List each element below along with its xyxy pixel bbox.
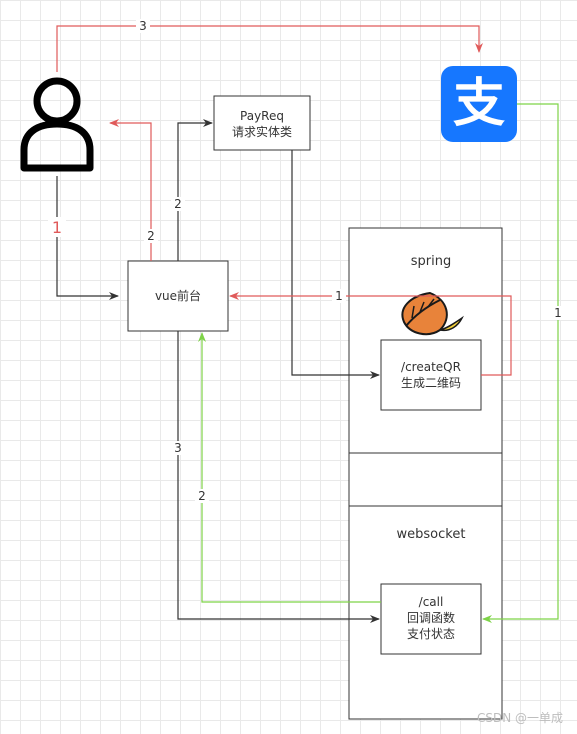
spring-label: spring	[411, 254, 451, 269]
vue-label: vue前台	[155, 288, 201, 303]
user-icon	[20, 77, 94, 172]
edge-vue-to-call: 3	[171, 331, 380, 623]
payreq-desc: 请求实体类	[232, 124, 292, 139]
createqr-path: /createQR	[401, 360, 461, 374]
edge-label-vue-to-payreq: 2	[174, 197, 182, 211]
call-node: /call 回调函数 支付状态	[380, 583, 482, 655]
edge-call-to-vue: 2	[195, 332, 381, 603]
csdn-watermark: CSDN @一单成	[476, 711, 563, 725]
alipay-glyph: 支	[453, 74, 505, 134]
edge-createqr-to-vue: 1	[229, 289, 512, 376]
edge-user-to-alipay: 3	[56, 19, 483, 72]
edge-label-vue-to-call: 3	[174, 441, 182, 455]
edge-label-call-to-vue: 2	[198, 489, 206, 503]
edge-payreq-to-createqr	[291, 150, 380, 379]
container-divider	[348, 452, 503, 507]
edge-label-createqr-to-vue: 1	[335, 289, 343, 303]
call-status: 支付状态	[407, 627, 455, 641]
websocket-label: websocket	[397, 527, 466, 542]
spring-leaf-icon	[401, 291, 464, 336]
alipay-logo: 支	[441, 66, 517, 142]
vue-node: vue前台	[127, 260, 229, 332]
edge-vue-to-payreq: 2	[171, 119, 213, 261]
edge-user-to-vue: 1	[48, 176, 119, 300]
edge-label-vue-to-user: 2	[147, 229, 155, 243]
edge-label-user-to-vue: 1	[52, 218, 62, 237]
call-desc: 回调函数	[407, 610, 455, 625]
edge-alipay-to-call: 1	[482, 103, 565, 623]
createqr-desc: 生成二维码	[401, 376, 461, 390]
createqr-node: /createQR 生成二维码	[380, 339, 482, 411]
payreq-node: PayReq 请求实体类	[213, 95, 311, 151]
edge-label-alipay-to-call: 1	[554, 306, 562, 320]
payreq-title: PayReq	[240, 109, 284, 123]
call-path: /call	[419, 595, 444, 609]
edge-label-user-to-alipay: 3	[139, 19, 147, 33]
edge-vue-to-user: 2	[109, 119, 158, 261]
